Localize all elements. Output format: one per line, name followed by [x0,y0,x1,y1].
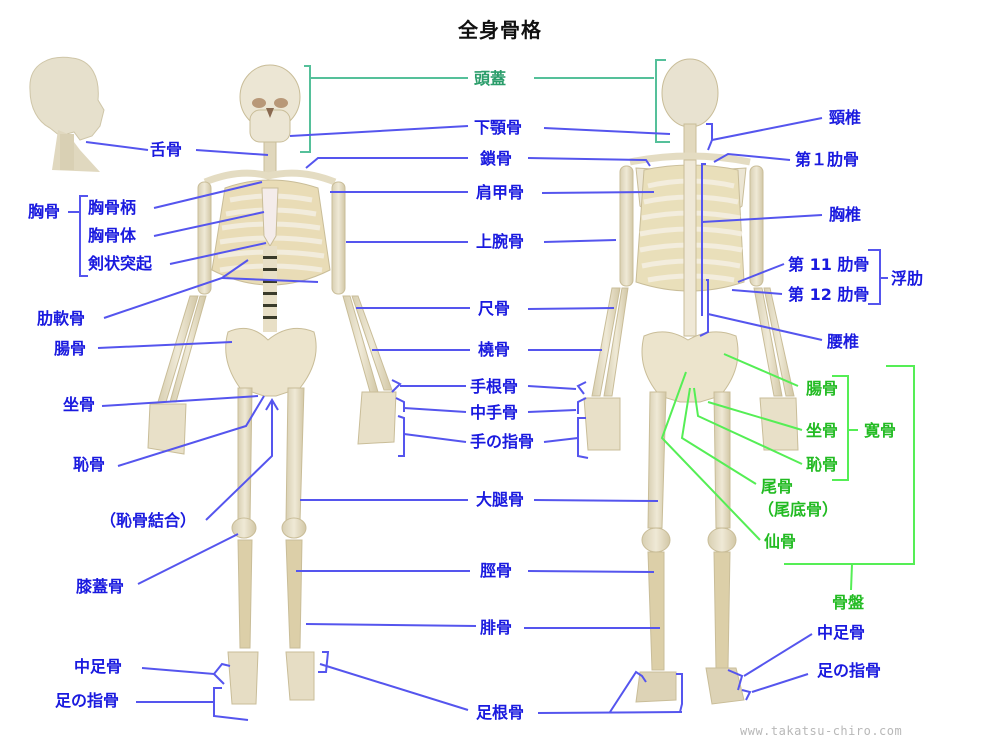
label-hyoid: 舌骨 [150,140,183,159]
label-toe-phalanges-back: 足の指骨 [817,661,882,680]
label-carpal: 手根骨 [470,377,519,396]
label-radius: 橈骨 [478,340,511,359]
label-pubis-front: 恥骨 [73,455,106,474]
label-cervical: 頸椎 [829,108,862,127]
page-title: 全身骨格 [458,18,542,42]
label-ischium-back: 坐骨 [806,421,839,440]
label-costal-cartilage: 肋軟骨 [37,309,86,328]
label-mandible: 下顎骨 [474,118,523,137]
label-femur: 大腿骨 [476,490,525,509]
side-skull-illustration [29,56,105,172]
label-coccyx-alt: （尾底骨） [758,500,839,519]
front-skeleton-illustration [147,64,397,705]
label-humerus: 上腕骨 [476,232,525,251]
label-ilium-front: 腸骨 [54,339,87,358]
label-fibula: 腓骨 [480,618,513,637]
watermark: www.takatsu-chiro.com [740,724,903,738]
label-ilium-back: 腸骨 [806,379,839,398]
label-skull: 頭蓋 [474,69,507,88]
label-ulna: 尺骨 [478,299,511,318]
label-pelvis: 骨盤 [832,593,865,612]
label-scapula: 肩甲骨 [476,183,525,202]
label-sacrum: 仙骨 [764,532,797,551]
label-pubic-symphysis: （恥骨結合） [100,511,197,530]
label-lumbar: 腰椎 [827,332,860,351]
green-leader-lines [660,353,915,591]
blue-leader-lines [68,117,888,721]
label-rib-11: 第 11 肋骨 [788,255,870,274]
label-manubrium: 胸骨柄 [88,198,137,217]
label-clavicle: 鎖骨 [480,149,513,168]
label-metacarpal: 中手骨 [470,403,519,422]
back-skeleton-illustration [583,58,799,705]
label-thoracic: 胸椎 [829,205,862,224]
label-toe-phalanges-front: 足の指骨 [55,691,120,710]
label-tarsal: 足根骨 [476,703,525,722]
label-metatarsal-back: 中足骨 [817,623,866,642]
label-sternum: 胸骨 [28,202,61,221]
label-finger-phalanges: 手の指骨 [470,432,535,451]
label-patella: 膝蓋骨 [76,577,125,596]
label-xiphoid: 剣状突起 [88,254,153,273]
label-floating-ribs: 浮肋 [891,269,924,288]
label-sternum-body: 胸骨体 [88,226,137,245]
skull-bracket-lines [300,59,670,153]
label-pubis-back: 恥骨 [806,455,839,474]
label-rib-12: 第 12 肋骨 [788,285,870,304]
label-tibia: 脛骨 [480,561,513,580]
label-hip-bone: 寛骨 [864,421,897,440]
label-ischium-front: 坐骨 [63,395,96,414]
label-metatarsal-front: 中足骨 [74,657,123,676]
label-coccyx: 尾骨 [761,477,794,496]
label-first-rib: 第１肋骨 [795,150,860,169]
